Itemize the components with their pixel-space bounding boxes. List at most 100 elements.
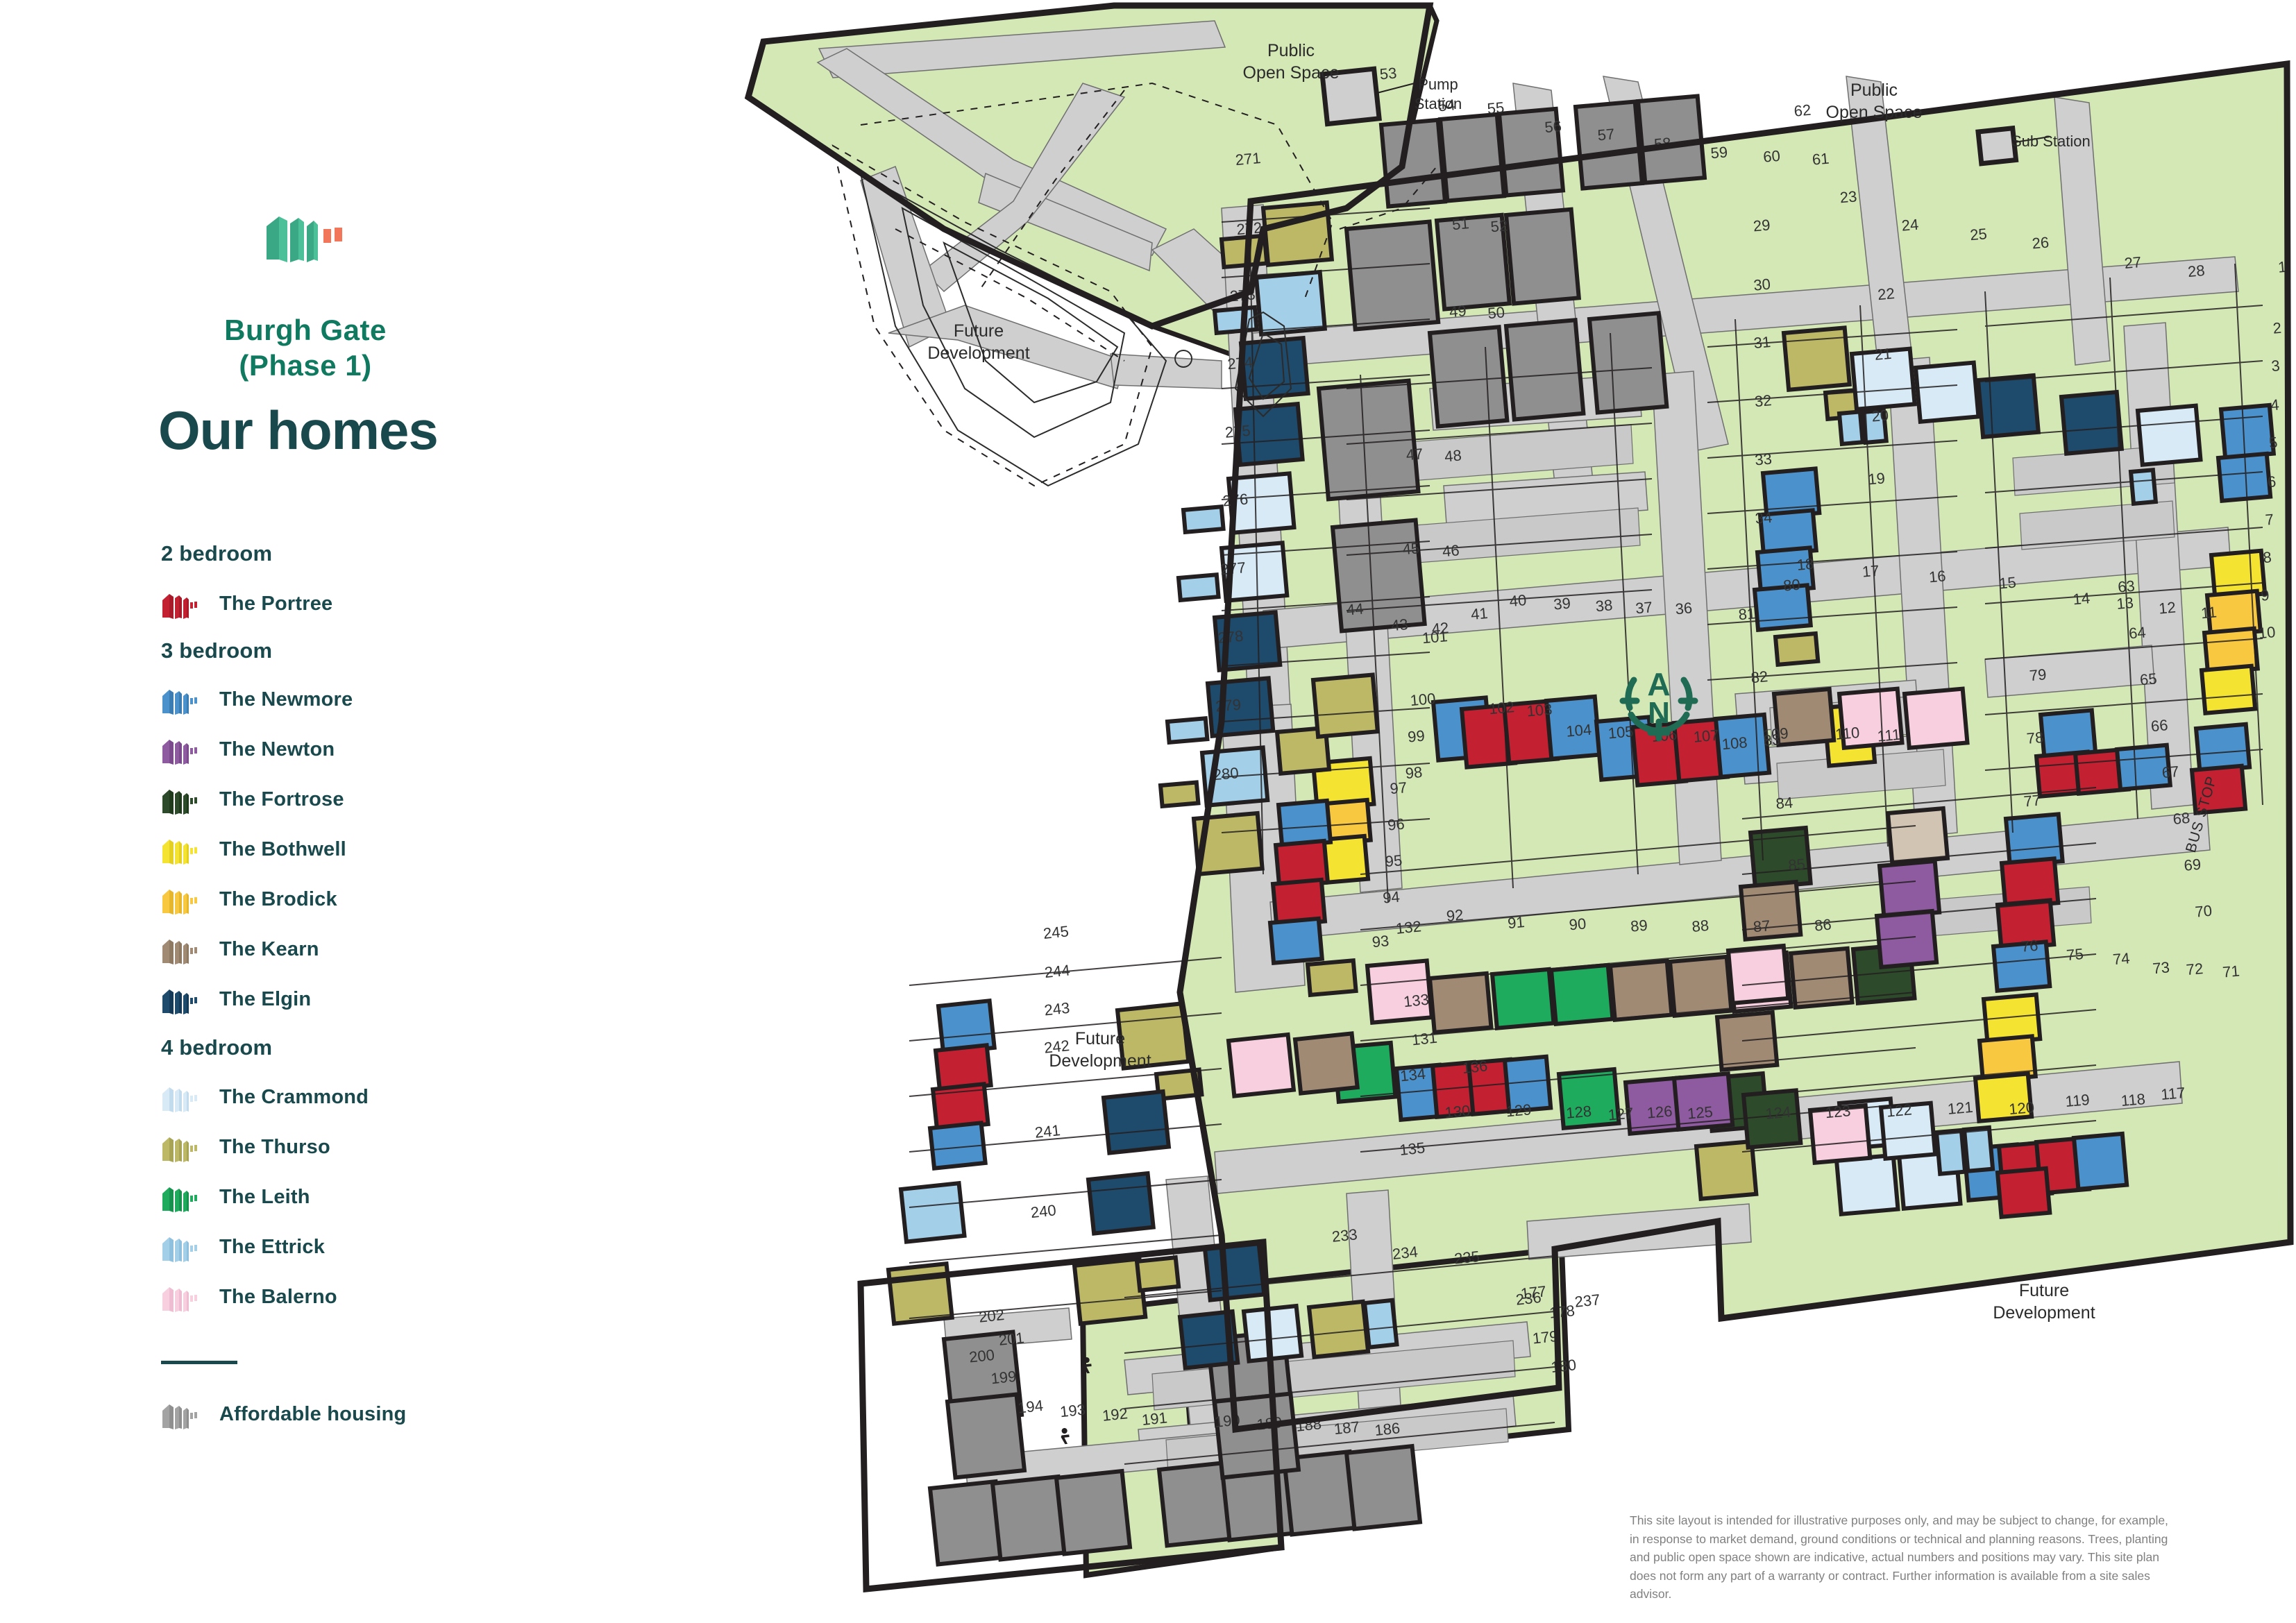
legend-panel: Burgh Gate (Phase 1) Our homes 2 bedroom…: [0, 0, 736, 1623]
svg-text:53: 53: [1379, 64, 1398, 83]
svg-text:39: 39: [1553, 595, 1571, 613]
svg-text:105: 105: [1607, 722, 1635, 742]
svg-text:187: 187: [1333, 1418, 1360, 1438]
svg-text:111: 111: [1877, 726, 1902, 745]
svg-text:14: 14: [2073, 589, 2091, 608]
svg-text:99: 99: [1407, 727, 1426, 746]
svg-text:192: 192: [1101, 1404, 1129, 1425]
svg-text:120: 120: [2008, 1098, 2035, 1118]
house-swatch-icon: [162, 1087, 197, 1112]
svg-text:180: 180: [1550, 1356, 1577, 1376]
svg-text:34: 34: [1755, 509, 1773, 527]
svg-text:71: 71: [2222, 962, 2240, 981]
svg-text:124: 124: [1764, 1103, 1791, 1123]
svg-text:5: 5: [2268, 434, 2278, 452]
svg-text:93: 93: [1371, 932, 1390, 951]
svg-text:178: 178: [1548, 1302, 1576, 1322]
svg-text:109: 109: [1762, 724, 1789, 744]
svg-text:49: 49: [1449, 302, 1467, 321]
svg-text:244: 244: [1044, 961, 1071, 981]
svg-text:85: 85: [1787, 855, 1806, 874]
svg-text:110: 110: [1834, 724, 1860, 743]
site-title-line-2: (Phase 1): [239, 349, 372, 382]
house-swatch-icon: [162, 940, 197, 965]
legend-label: The Elgin: [219, 988, 312, 1010]
svg-text:56: 56: [1544, 117, 1562, 136]
pump-station-building: [1319, 66, 1382, 127]
svg-text:186: 186: [1374, 1419, 1401, 1439]
svg-text:128: 128: [1565, 1103, 1592, 1122]
svg-text:63: 63: [2117, 577, 2136, 596]
svg-text:194: 194: [1017, 1397, 1044, 1417]
svg-text:59: 59: [1710, 143, 1729, 162]
svg-text:80: 80: [1782, 576, 1801, 595]
site-title-line-1: Burgh Gate: [224, 314, 387, 346]
svg-text:26: 26: [2032, 233, 2050, 252]
house-swatch-icon: [162, 1137, 197, 1162]
svg-text:31: 31: [1753, 333, 1772, 352]
svg-text:22: 22: [1877, 284, 1896, 303]
svg-text:68: 68: [2172, 809, 2191, 828]
svg-text:191: 191: [1141, 1409, 1168, 1429]
svg-text:200: 200: [968, 1346, 995, 1366]
svg-text:240: 240: [1030, 1201, 1057, 1221]
legend-label: The Fortrose: [219, 788, 344, 810]
svg-text:89: 89: [1630, 917, 1648, 935]
legend-label: The Thurso: [219, 1136, 330, 1158]
svg-text:4: 4: [2270, 396, 2279, 414]
svg-text:193: 193: [1059, 1401, 1086, 1421]
house-swatch-icon: [162, 1287, 197, 1312]
svg-text:45: 45: [1402, 539, 1421, 558]
svg-text:119: 119: [2065, 1091, 2091, 1110]
svg-text:74: 74: [2112, 949, 2131, 968]
svg-text:77: 77: [2023, 792, 2042, 810]
svg-text:27: 27: [2124, 253, 2143, 272]
svg-text:57: 57: [1597, 125, 1616, 144]
svg-text:55: 55: [1487, 99, 1505, 117]
svg-text:8: 8: [2262, 548, 2272, 566]
svg-text:46: 46: [1442, 541, 1460, 560]
svg-text:199: 199: [990, 1368, 1017, 1388]
legend-label: The Portree: [219, 593, 333, 615]
accessible-parking-icons: [1061, 1357, 1092, 1445]
svg-text:108: 108: [1721, 733, 1748, 753]
svg-text:52: 52: [1490, 216, 1509, 235]
svg-text:73: 73: [2152, 958, 2170, 977]
svg-text:236: 236: [1515, 1289, 1542, 1309]
svg-text:12: 12: [2158, 599, 2177, 618]
svg-text:42: 42: [1431, 619, 1450, 638]
house-swatch-icon: [162, 790, 197, 815]
svg-text:95: 95: [1385, 851, 1403, 870]
legend-label: Affordable housing: [219, 1403, 407, 1425]
svg-text:70: 70: [2194, 902, 2213, 921]
svg-text:177: 177: [1520, 1282, 1547, 1302]
svg-text:37: 37: [1635, 598, 1653, 617]
svg-text:66: 66: [2150, 716, 2169, 735]
svg-text:237: 237: [1573, 1291, 1601, 1311]
svg-text:91: 91: [1507, 913, 1526, 932]
svg-text:10: 10: [2258, 623, 2277, 642]
svg-text:136: 136: [1461, 1057, 1488, 1077]
svg-text:36: 36: [1675, 599, 1694, 618]
site-title: Burgh Gate (Phase 1): [125, 312, 486, 383]
svg-text:65: 65: [2139, 670, 2158, 688]
house-swatch-icon: [162, 740, 197, 765]
svg-text:235: 235: [1453, 1248, 1480, 1268]
svg-text:81: 81: [1738, 604, 1757, 623]
svg-text:54: 54: [1437, 96, 1456, 114]
svg-text:75: 75: [2066, 945, 2084, 964]
legend-label: The Ettrick: [219, 1236, 326, 1258]
svg-text:13: 13: [2116, 594, 2134, 613]
pond-contours: [859, 172, 1292, 487]
svg-text:79: 79: [2029, 665, 2048, 684]
svg-text:41: 41: [1470, 604, 1489, 623]
svg-text:33: 33: [1754, 450, 1773, 468]
legend-label: The Newmore: [219, 688, 353, 711]
house-swatch-icon: [162, 890, 197, 915]
svg-text:202: 202: [978, 1306, 1005, 1326]
svg-text:84: 84: [1775, 794, 1794, 813]
svg-text:20: 20: [1871, 407, 1889, 425]
legend-label: The Brodick: [219, 888, 337, 910]
